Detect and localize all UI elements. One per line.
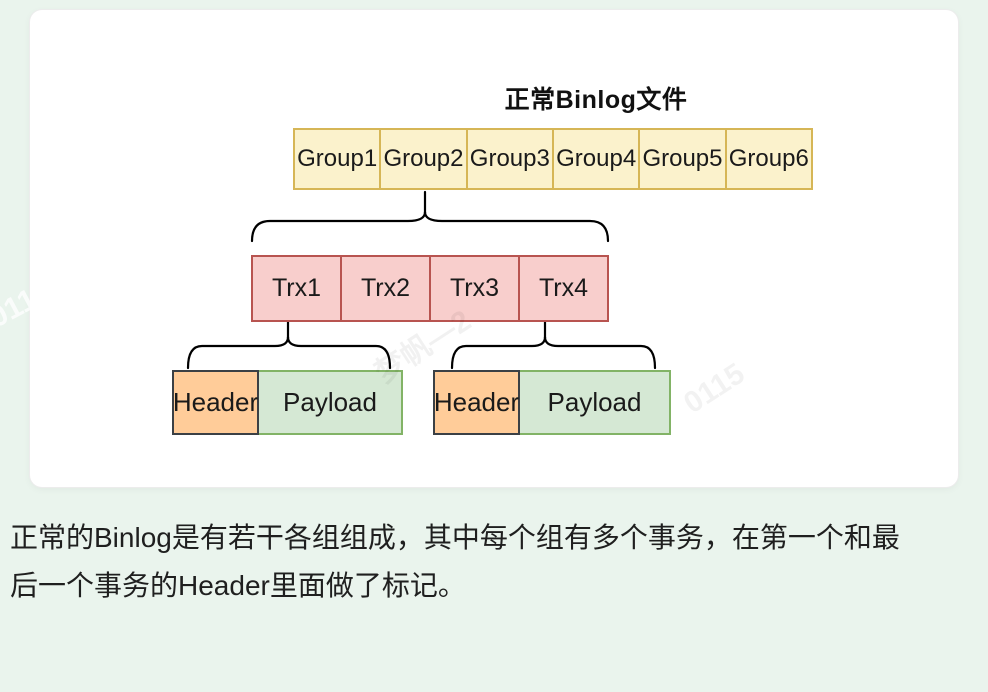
diagram-title: 正常Binlog文件 — [504, 86, 688, 114]
caption-line-2: 后一个事务的Header里面做了标记。 — [10, 570, 466, 601]
group-box-4: Group4 — [551, 128, 641, 190]
group-box-6: Group6 — [724, 128, 813, 190]
header-box-2: Header — [433, 370, 520, 435]
trx-box-2: Trx2 — [340, 255, 431, 322]
group-brace — [250, 210, 610, 243]
transaction-row: Trx1 Trx2 Trx3 Trx4 — [251, 255, 609, 322]
caption-paragraph: 正常的Binlog是有若干各组组成，其中每个组有多个事务，在第一个和最 后一个事… — [10, 514, 980, 610]
header-box-1: Header — [172, 370, 259, 435]
trx-detail-pair-2: Header Payload — [433, 370, 671, 435]
group-box-1: Group1 — [293, 128, 382, 190]
caption-line-1: 正常的Binlog是有若干各组组成，其中每个组有多个事务，在第一个和最 — [10, 522, 900, 553]
group-box-2: Group2 — [379, 128, 468, 190]
payload-box-2: Payload — [518, 370, 671, 435]
trx-box-4: Trx4 — [518, 255, 609, 322]
group-box-3: Group3 — [465, 128, 554, 190]
trx-detail-pair-1: Header Payload — [172, 370, 403, 435]
trx4-brace — [450, 335, 657, 370]
payload-box-1: Payload — [257, 370, 403, 435]
trx-box-1: Trx1 — [251, 255, 342, 322]
group-box-5: Group5 — [638, 128, 727, 190]
trx1-brace — [186, 335, 392, 370]
trx-box-3: Trx3 — [429, 255, 520, 322]
binlog-group-row: Group1 Group2 Group3 Group4 Group5 Group… — [293, 128, 813, 190]
diagram-card: 正常Binlog文件 Group1 Group2 Group3 Group4 G… — [30, 10, 958, 487]
